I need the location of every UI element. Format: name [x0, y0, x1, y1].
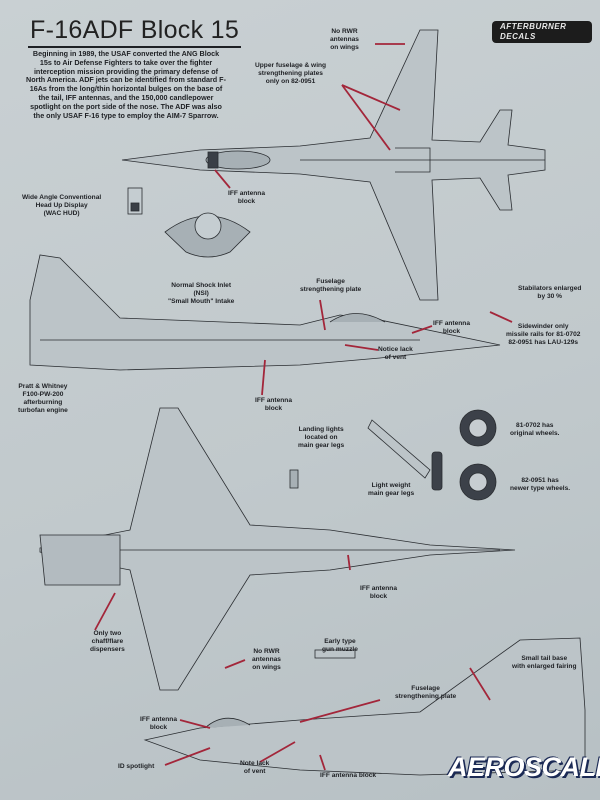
- callout-nsi: Normal Shock Inlet(NSI)"Small Mouth" Int…: [168, 282, 234, 306]
- callout-line: on wings: [330, 44, 359, 51]
- callout-line: ID spotlight: [118, 763, 155, 770]
- callout-line: 82-0951 has: [521, 477, 559, 484]
- callout-line: Small tail base: [521, 655, 568, 662]
- callout-line: block: [237, 198, 256, 205]
- callout-arrows: [94, 43, 513, 771]
- callout-line: block: [264, 405, 283, 412]
- callout-line: Head Up Display: [35, 202, 88, 209]
- callout-line: F100-PW-200: [22, 391, 64, 398]
- callout-line: Early type: [324, 638, 356, 645]
- callout-line: afterburning: [23, 399, 63, 406]
- logo-line-2: DECALS: [500, 31, 536, 41]
- callout-line: Upper fuselage & wing: [255, 62, 327, 69]
- callout-line: turbofan engine: [18, 407, 68, 414]
- sheet-title: F-16ADF Block 15: [28, 16, 242, 48]
- callout-line: Note lack: [240, 760, 270, 767]
- callout-line: 82-0951 has LAU-129s: [508, 339, 579, 346]
- top-view-aircraft: [121, 29, 546, 301]
- bottom-view-aircraft: [39, 407, 516, 691]
- callout-iff-lower: IFF antenna block: [320, 772, 376, 780]
- afterburner-decals-logo: AFTERBURNER DECALS: [492, 21, 592, 43]
- callout-line: block: [149, 724, 168, 731]
- aeroscale-watermark: AEROSCALE: [448, 752, 600, 782]
- callout-line: Landing lights: [298, 426, 344, 433]
- callout-line: Fuselage: [316, 278, 345, 285]
- front-view-canopy: [127, 187, 251, 258]
- callout-line: Notice lack: [378, 346, 413, 353]
- callout-line: chaff/flare: [91, 638, 124, 645]
- callout-line: IFF antenna: [140, 716, 177, 723]
- callout-line: Wide Angle Conventional: [22, 194, 102, 201]
- callout-line: with enlarged fairing: [512, 663, 577, 670]
- side-view-aircraft: [29, 254, 501, 371]
- logo-line-1: AFTERBURNER: [500, 22, 567, 31]
- callout-line: strengthening plate: [300, 286, 362, 293]
- callout-line: IFF antenna block: [320, 772, 377, 779]
- callout-line: missile rails for 81-0702: [506, 331, 581, 338]
- callout-line: dispensers: [90, 646, 125, 653]
- callout-id-spotlight: ID spotlight: [118, 763, 154, 771]
- intro-paragraph: Beginning in 1989, the USAF converted th…: [26, 49, 226, 120]
- callout-line: Sidewinder only: [517, 323, 569, 330]
- lower-side-view-aircraft: [143, 637, 586, 776]
- callout-line: IFF antenna: [228, 190, 265, 197]
- callout-line: Light weight: [371, 482, 411, 489]
- callout-line: (NSI): [193, 290, 209, 297]
- callout-line: "Small Mouth" Intake: [168, 298, 235, 305]
- callout-line: strengthening plate: [395, 693, 457, 700]
- callout-line: on wings: [252, 664, 281, 671]
- callout-line: No RWR: [331, 28, 358, 35]
- callout-line: 81-0702 has: [516, 422, 554, 429]
- callout-line: main gear legs: [368, 490, 415, 497]
- callout-line: block: [369, 593, 388, 600]
- callout-line: Pratt & Whitney: [18, 383, 68, 390]
- callout-line: No RWR: [253, 648, 280, 655]
- callout-line: by 30 %: [537, 293, 562, 300]
- callout-line: IFF antenna: [255, 397, 292, 404]
- callout-line: original wheels.: [510, 430, 560, 437]
- callout-line: IFF antenna: [360, 585, 397, 592]
- callout-line: Fuselage: [411, 685, 440, 692]
- callout-line: newer type wheels.: [510, 485, 571, 492]
- callout-line: antennas: [252, 656, 281, 663]
- callout-line: of vent: [384, 354, 407, 361]
- landing-gear-detail: [367, 409, 497, 501]
- callout-line: (WAC HUD): [43, 210, 80, 217]
- callout-line: Only two: [93, 630, 122, 637]
- callout-line: gun muzzle: [322, 646, 358, 653]
- callout-line: Stabilators enlarged: [518, 285, 582, 292]
- callout-line: only on 82-0951: [265, 78, 316, 85]
- callout-line: located on: [304, 434, 338, 441]
- callout-line: IFF antenna: [433, 320, 470, 327]
- callout-line: block: [442, 328, 461, 335]
- callout-line: Normal Shock Inlet: [171, 282, 232, 289]
- callout-line: strengthening plates: [258, 70, 323, 77]
- callout-line: main gear legs: [298, 442, 345, 449]
- callout-line: antennas: [330, 36, 359, 43]
- callout-line: of vent: [243, 768, 266, 775]
